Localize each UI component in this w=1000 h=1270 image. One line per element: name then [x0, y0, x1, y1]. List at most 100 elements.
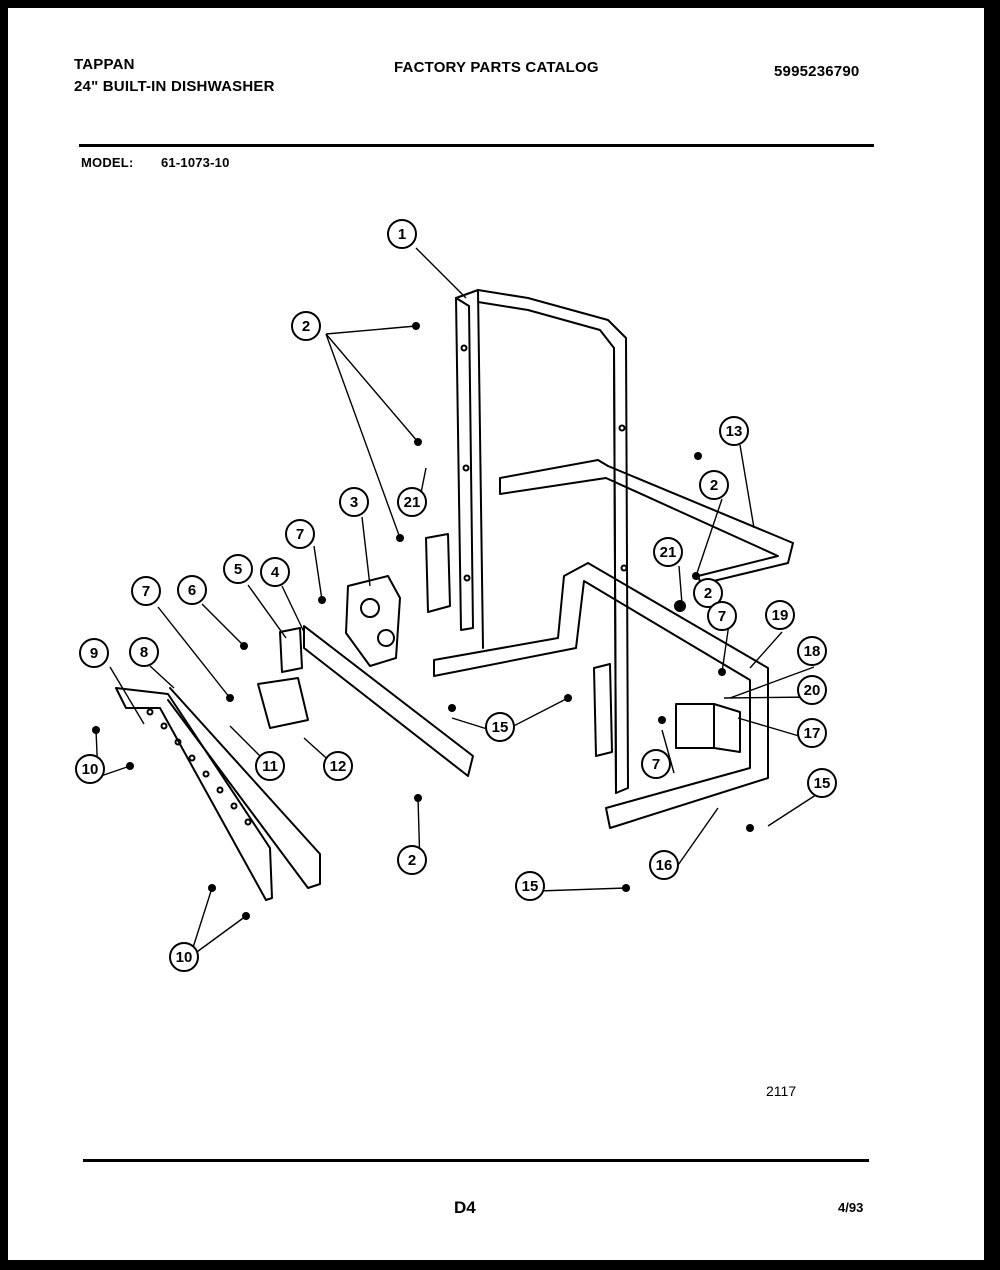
callout-15: 15 [515, 871, 545, 901]
callout-circle [397, 845, 427, 875]
callout-label: 10 [82, 761, 99, 778]
callout-label: 21 [404, 494, 421, 511]
callout-label: 7 [652, 756, 660, 773]
callout-label: 12 [330, 758, 347, 775]
callout-circle [699, 470, 729, 500]
callout-circle [485, 712, 515, 742]
callout-13: 13 [719, 416, 749, 446]
product-name: 24" BUILT-IN DISHWASHER [74, 78, 275, 95]
callout-circle [649, 850, 679, 880]
model-label: MODEL: [81, 155, 134, 170]
part-number: 5995236790 [774, 63, 860, 80]
callout-circle [129, 637, 159, 667]
callout-label: 3 [350, 494, 358, 511]
callout-circle [797, 636, 827, 666]
callout-7: 7 [285, 519, 315, 549]
callout-label: 17 [804, 725, 821, 742]
callout-2: 2 [397, 845, 427, 875]
callout-3: 3 [339, 487, 369, 517]
callout-circle [797, 675, 827, 705]
callout-circle [291, 311, 321, 341]
callout-21: 21 [653, 537, 683, 567]
callout-label: 2 [302, 318, 310, 335]
callout-circle [339, 487, 369, 517]
callout-10: 10 [75, 754, 105, 784]
callout-label: 19 [772, 607, 789, 624]
page-number: D4 [454, 1198, 476, 1217]
callout-21: 21 [397, 487, 427, 517]
callout-label: 7 [142, 583, 150, 600]
callout-15: 15 [807, 768, 837, 798]
callout-circle [765, 600, 795, 630]
callout-7: 7 [641, 749, 671, 779]
callout-2: 2 [699, 470, 729, 500]
callout-label: 11 [262, 758, 278, 775]
callout-circle [285, 519, 315, 549]
callout-2: 2 [291, 311, 321, 341]
callout-circle [79, 638, 109, 668]
callout-circle [387, 219, 417, 249]
callout-circle [223, 554, 253, 584]
callout-label: 15 [814, 775, 831, 792]
callout-20: 20 [797, 675, 827, 705]
callout-17: 17 [797, 718, 827, 748]
callout-label: 5 [234, 561, 242, 578]
callout-label: 10 [176, 949, 193, 966]
callout-label: 16 [656, 857, 673, 874]
hardware [92, 322, 754, 920]
callout-12: 12 [323, 751, 353, 781]
callout-label: 2 [704, 585, 712, 602]
callout-7: 7 [707, 601, 737, 631]
callout-circle [323, 751, 353, 781]
callout-label: 2 [710, 477, 718, 494]
callout-circle [641, 749, 671, 779]
callout-label: 18 [804, 643, 821, 660]
callout-label: 20 [804, 682, 821, 699]
callout-1: 1 [387, 219, 417, 249]
issue-date: 4/93 [838, 1200, 864, 1215]
callout-circle [255, 751, 285, 781]
callout-8: 8 [129, 637, 159, 667]
callout-circle [169, 942, 199, 972]
callout-15: 15 [485, 712, 515, 742]
callout-label: 13 [726, 423, 743, 440]
callout-label: 6 [188, 582, 196, 599]
footer-rule [83, 1159, 869, 1162]
callout-5: 5 [223, 554, 253, 584]
catalog-title: FACTORY PARTS CATALOG [394, 59, 599, 76]
callout-circle [260, 557, 290, 587]
callout-circle [397, 487, 427, 517]
callout-label: 2 [408, 852, 416, 869]
callout-label: 8 [140, 644, 148, 661]
callout-label: 15 [492, 719, 509, 736]
callout-circle [75, 754, 105, 784]
callout-circle [707, 601, 737, 631]
frame-drawing [115, 289, 794, 901]
callout-9: 9 [79, 638, 109, 668]
drawing-code: 2117 [766, 1083, 797, 1099]
exploded-parts-diagram: 1221313272125467199871820171571011121521… [75, 219, 837, 972]
callout-label: 15 [522, 878, 539, 895]
callout-label: 4 [271, 564, 280, 581]
callout-circle [807, 768, 837, 798]
callout-circle [515, 871, 545, 901]
callout-6: 6 [177, 575, 207, 605]
model-number: 61-1073-10 [161, 155, 230, 170]
callout-7: 7 [131, 576, 161, 606]
callout-18: 18 [797, 636, 827, 666]
callout-circle [719, 416, 749, 446]
brand-name: TAPPAN [74, 56, 135, 73]
callout-10: 10 [169, 942, 199, 972]
callout-circle [797, 718, 827, 748]
callout-label: 7 [718, 608, 726, 625]
callout-circle [693, 578, 723, 608]
callout-label: 7 [296, 526, 304, 543]
callout-4: 4 [260, 557, 290, 587]
callout-circle [131, 576, 161, 606]
callout-11: 11 [255, 751, 285, 781]
callout-19: 19 [765, 600, 795, 630]
header-rule [79, 144, 874, 147]
callout-16: 16 [649, 850, 679, 880]
callout-label: 21 [660, 544, 677, 561]
